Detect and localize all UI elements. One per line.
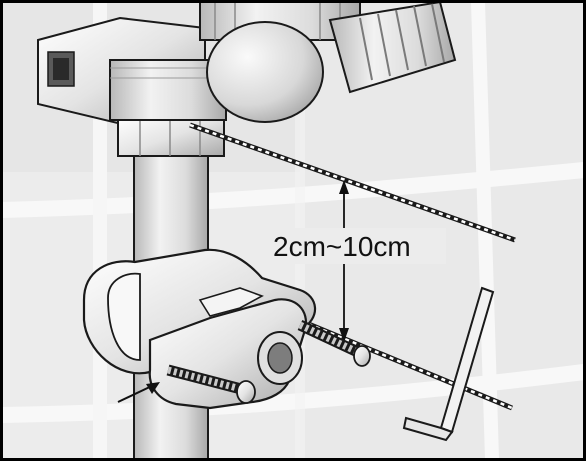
pointer-arrow [117, 382, 160, 403]
upper-reference-line [189, 122, 516, 243]
dimension-label-group: 2cm~10cm [270, 228, 446, 264]
hex-key-icon [402, 286, 495, 442]
pipe-clamp [82, 248, 371, 410]
dimension-label: 2cm~10cm [273, 231, 411, 262]
sensor-window-icon [47, 51, 75, 87]
angle-valve [199, 0, 457, 123]
